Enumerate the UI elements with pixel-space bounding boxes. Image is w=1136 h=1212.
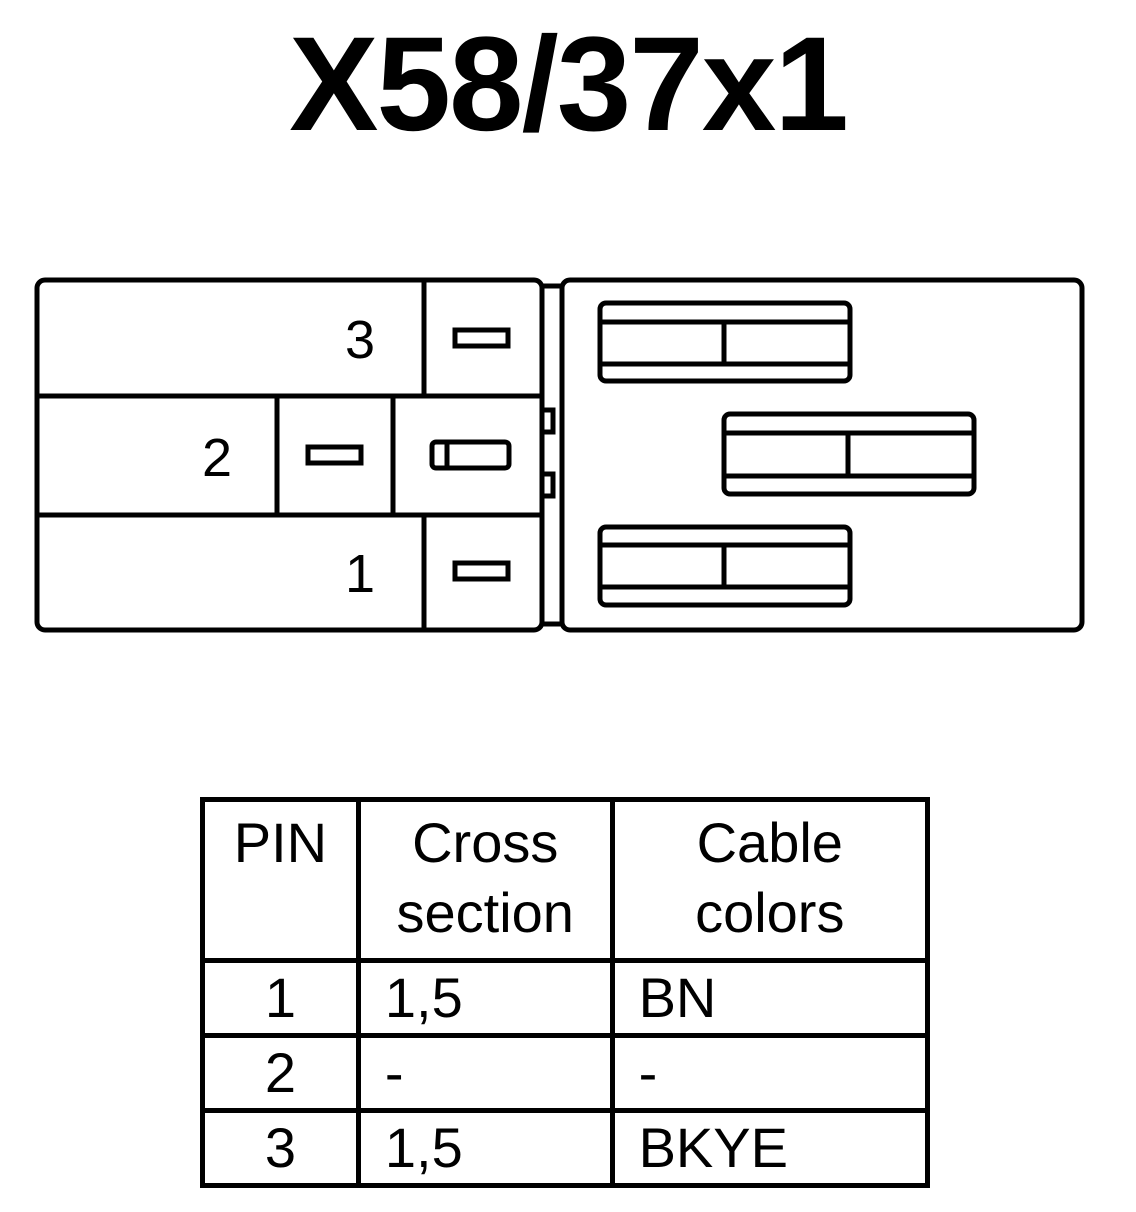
pin-cell: 2	[200, 1033, 361, 1113]
connector-housing-left	[34, 277, 545, 633]
cross-section-cell: -	[355, 1033, 615, 1113]
pin-cell: 3	[200, 1108, 361, 1188]
cable-color-cell: -	[609, 1033, 931, 1113]
cross-section-cell: 1,5	[355, 958, 615, 1038]
connector-housing-right	[559, 277, 1085, 633]
cable-color-cell: BKYE	[609, 1108, 931, 1188]
contact-1	[597, 524, 853, 608]
connector-diagram: 3 2 1	[34, 277, 1085, 633]
connector-title: X58/37x1	[289, 10, 849, 159]
cable-color-cell: BN	[609, 958, 931, 1038]
pin-slot-3	[452, 327, 511, 349]
pin-label-2: 2	[202, 428, 232, 488]
table-row: 3 1,5 BKYE	[200, 1108, 931, 1188]
header-cross-section: Cross section	[355, 797, 615, 963]
header-cable-colors: Cable colors	[609, 797, 931, 963]
header-pin: PIN	[200, 797, 361, 963]
table-row: 2 - -	[200, 1033, 931, 1113]
contact-2	[721, 411, 977, 497]
table-header-row: PIN Cross section Cable colors	[200, 797, 931, 963]
table-row: 1 1,5 BN	[200, 958, 931, 1038]
pin-slot-1	[452, 560, 511, 582]
pin-label-1: 1	[345, 544, 375, 604]
pin-cell: 1	[200, 958, 361, 1038]
cross-section-cell: 1,5	[355, 1108, 615, 1188]
pin-assignment-table: PIN Cross section Cable colors 1 1,5 BN …	[200, 797, 931, 1188]
pin-label-3: 3	[345, 310, 375, 370]
contact-3	[597, 300, 853, 384]
pin-slot-2-b	[429, 439, 512, 471]
pin-slot-2-a	[305, 444, 364, 466]
